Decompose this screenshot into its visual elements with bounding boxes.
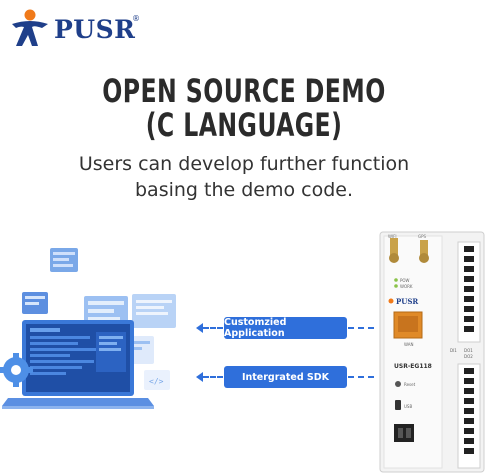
pow-led bbox=[394, 278, 398, 282]
customized-application-label: Customzied Application bbox=[224, 317, 347, 339]
work-led-label: WORK bbox=[400, 284, 413, 289]
sdk-arrow-left-icon bbox=[196, 372, 203, 382]
app-link-left bbox=[203, 327, 223, 329]
do2-label: DO2 bbox=[464, 354, 473, 359]
terminal-block-icon bbox=[457, 241, 481, 469]
reset-button-icon bbox=[395, 381, 401, 387]
do1-label: DO1 bbox=[464, 348, 473, 353]
usb-label: USB bbox=[404, 404, 412, 409]
subtitle-line-1: Users can develop further function bbox=[78, 153, 410, 175]
device-model: USR-EG118 bbox=[394, 363, 432, 370]
pusr-logo-icon bbox=[12, 9, 48, 46]
subtitle-line-2: basing the demo code. bbox=[134, 179, 354, 201]
work-led bbox=[394, 284, 398, 288]
brand-registered: ® bbox=[132, 14, 140, 23]
pow-led-label: POW bbox=[400, 278, 410, 283]
gear-icon bbox=[0, 353, 33, 387]
gps-label: GPS bbox=[418, 234, 427, 239]
wifi-label: WIFI bbox=[388, 234, 397, 239]
page-title-line-1: OPEN SOURCE DEMO bbox=[102, 72, 386, 110]
brand-name: PUSR bbox=[54, 15, 136, 44]
di1-label: DI1 bbox=[450, 348, 457, 353]
usb-port-icon bbox=[395, 400, 401, 410]
device-brand: PUSR bbox=[396, 297, 418, 306]
brand-logo: PUSR ® bbox=[8, 8, 148, 48]
laptop-icon bbox=[2, 320, 154, 409]
usr-eg118-gateway-device: WIFI GPS POW WORK PUSR WAN USR-EG118 Res… bbox=[379, 231, 485, 473]
page-title-line-2: (C LANGUAGE) bbox=[145, 106, 343, 144]
device-logo-icon bbox=[388, 298, 394, 304]
reset-label: Reset bbox=[404, 382, 416, 387]
integrated-sdk-label: Intergrated SDK bbox=[224, 366, 347, 388]
svg-text:</>: </> bbox=[149, 377, 164, 386]
sdk-link-left bbox=[203, 376, 223, 378]
antenna-icon bbox=[389, 238, 429, 263]
developer-laptop-illustration: </> bbox=[0, 248, 176, 409]
app-link-right bbox=[348, 327, 374, 329]
sdk-link-right bbox=[348, 376, 374, 378]
app-arrow-left-icon bbox=[196, 323, 203, 333]
wan-label: WAN bbox=[404, 342, 413, 347]
